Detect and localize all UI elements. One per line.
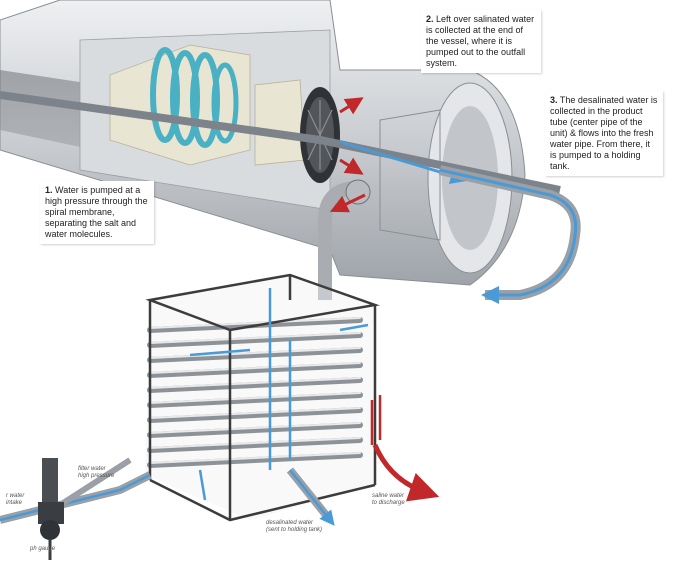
label-saline: saline water to discharge [372, 493, 405, 506]
spiral-membrane [109, 44, 306, 166]
callout-text: The desalinated water is collected in th… [550, 95, 658, 171]
intake-pump [38, 458, 64, 560]
callout-number: 2. [426, 14, 434, 24]
callout-text: Water is pumped at a high pressure throu… [45, 185, 148, 239]
membrane-rack [145, 273, 382, 522]
callout-number: 3. [550, 95, 558, 105]
label-pressure: ph gauge [30, 546, 56, 552]
product-tube [0, 91, 581, 304]
callout-membrane: 1. Water is pumped at a high pressure th… [40, 181, 154, 244]
callout-number: 1. [45, 185, 53, 195]
label-desalinated: desalinated water (sent to holding tank) [266, 520, 323, 533]
label-filter: filter water high pressure [78, 466, 115, 479]
end-cap [300, 87, 340, 183]
brine-outlet [318, 97, 371, 300]
callout-text: Left over salinated water is collected a… [426, 14, 535, 68]
callout-product-water: 3. The desalinated water is collected in… [545, 91, 663, 176]
label-intake: r water intake [6, 493, 25, 506]
callout-brine: 2. Left over salinated water is collecte… [421, 10, 541, 73]
